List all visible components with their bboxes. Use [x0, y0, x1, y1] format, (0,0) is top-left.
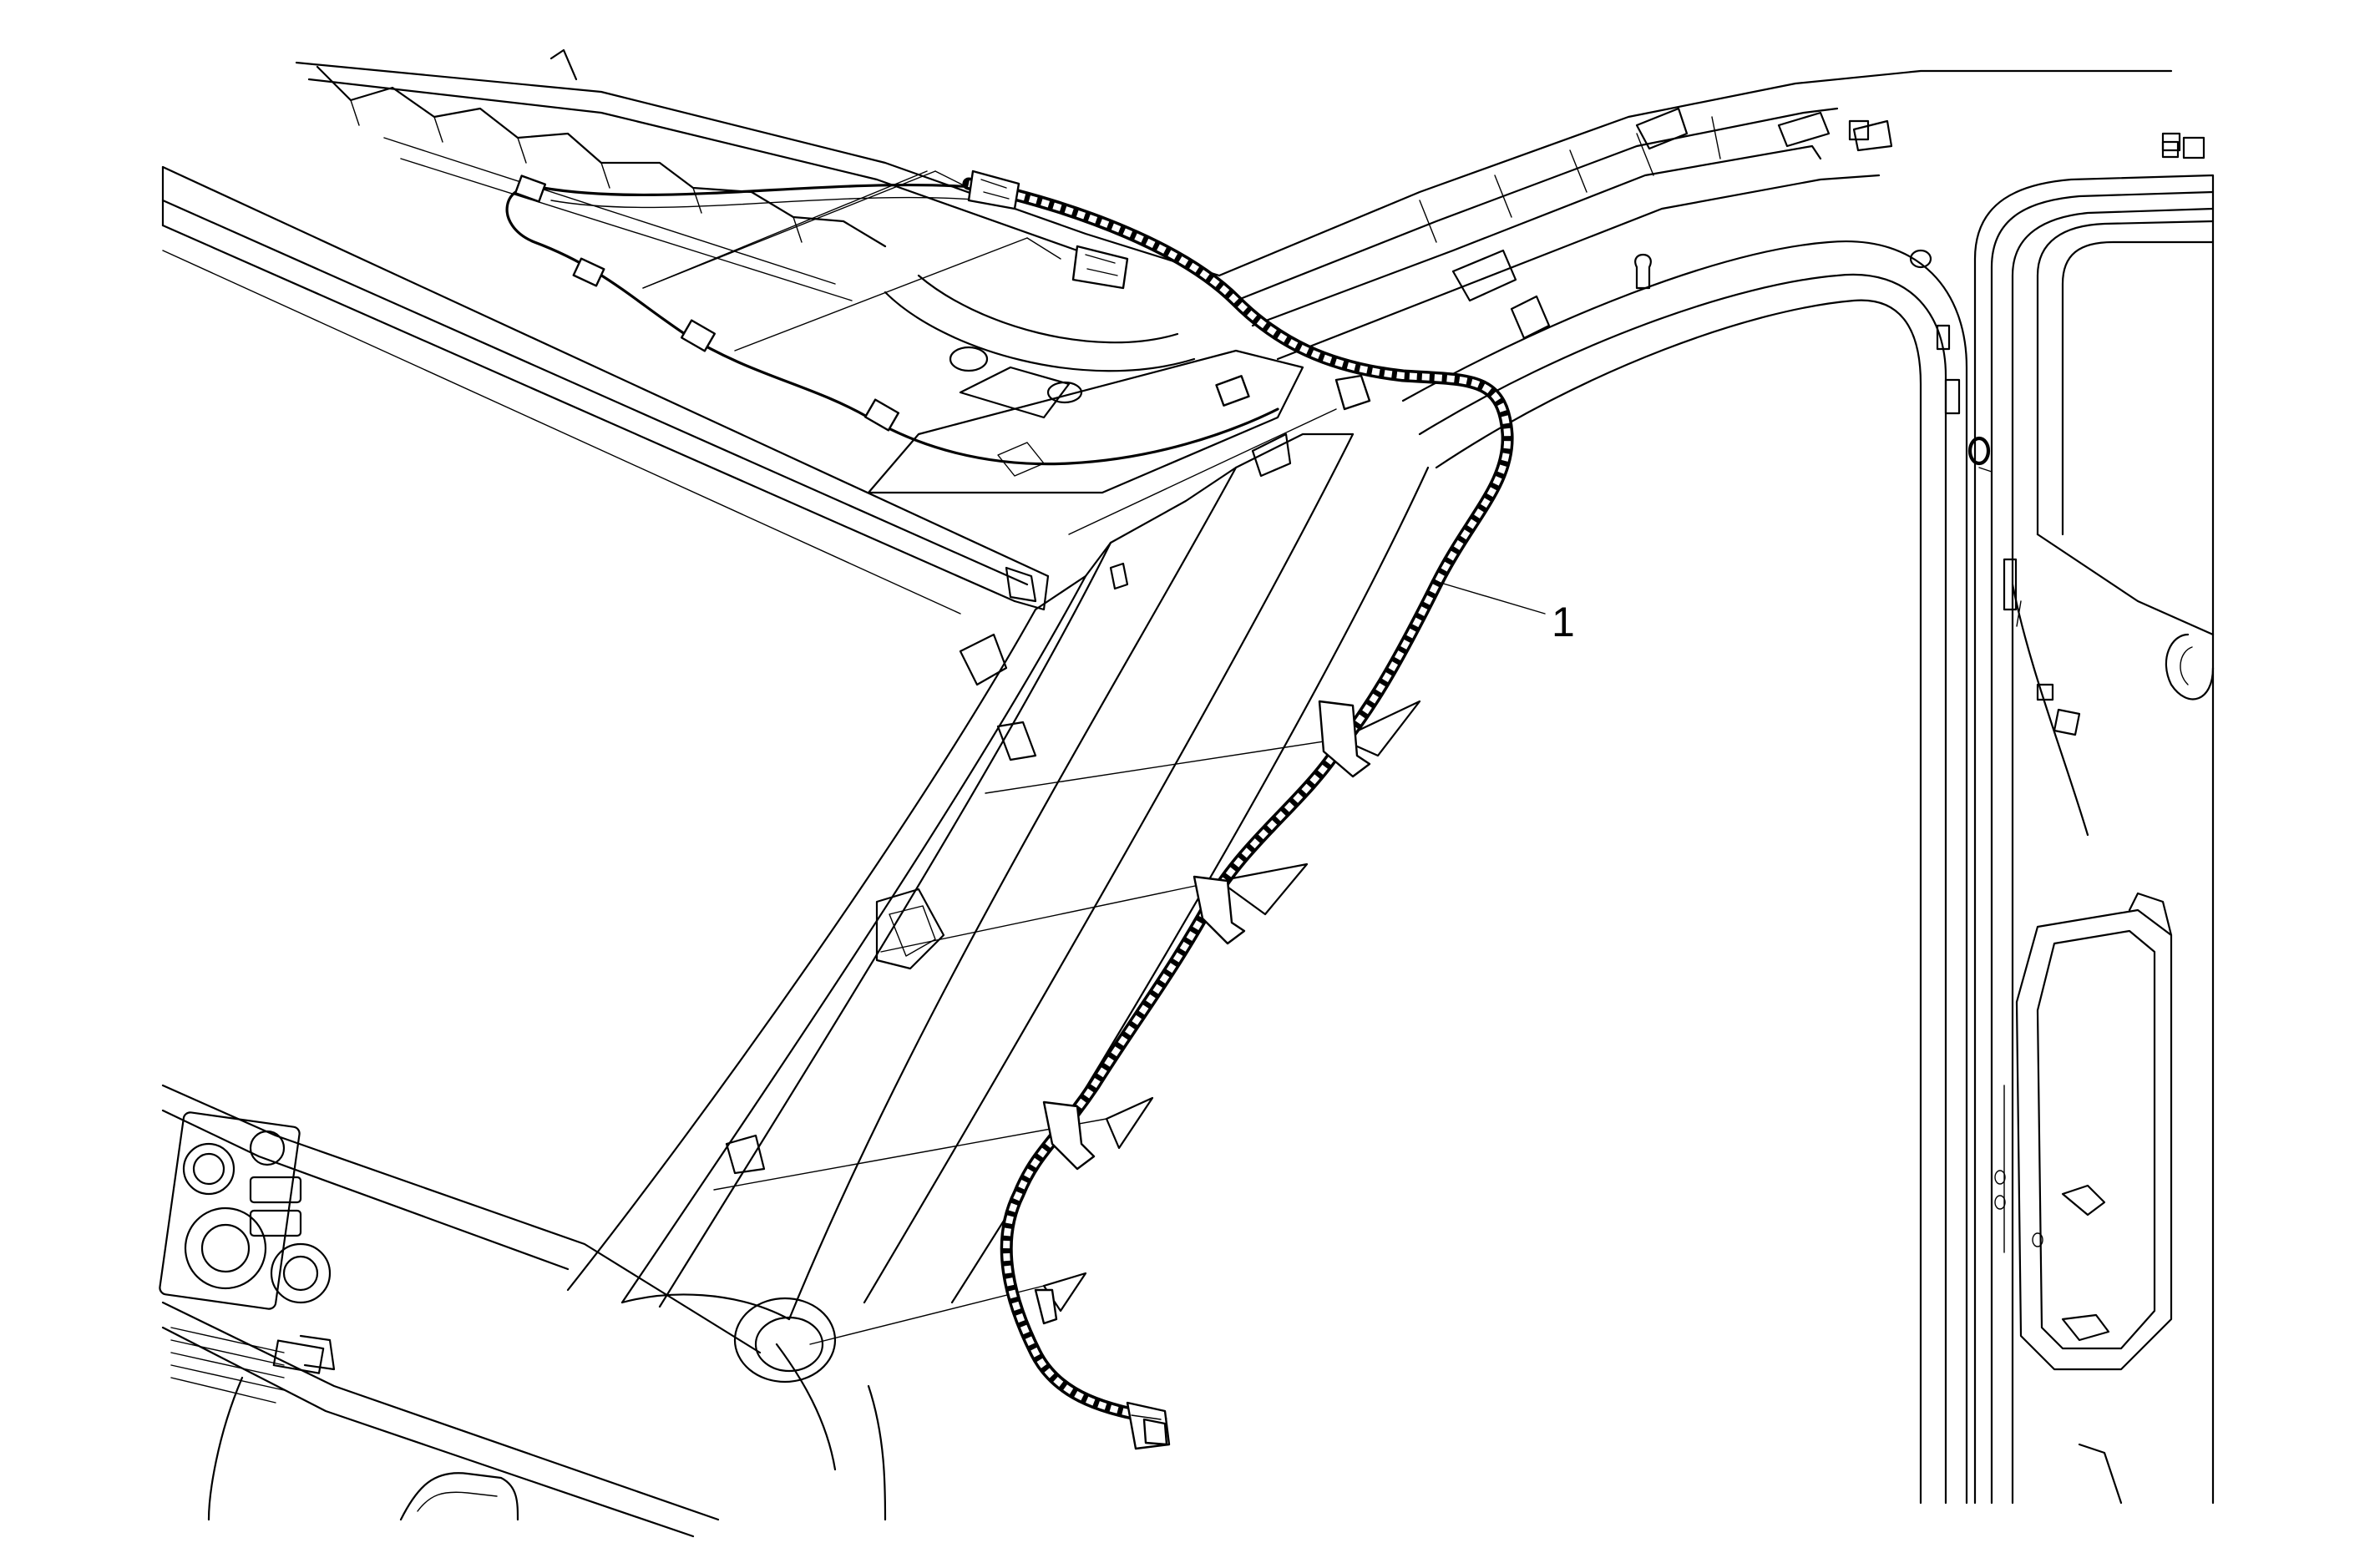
callout-1-wire-harness	[962, 169, 1546, 1450]
overhead-console	[867, 274, 1304, 494]
door-opening	[1401, 240, 1993, 1505]
roof-panel	[295, 48, 1221, 301]
roof-wire-harness	[505, 175, 1279, 466]
rear-door-frame	[1969, 174, 2215, 1505]
instrument-panel	[159, 1084, 887, 1538]
a-pillar	[566, 432, 1430, 1383]
leader-lines	[642, 170, 1421, 1345]
windshield-frame	[161, 165, 1050, 615]
callout-label-1: 1	[1552, 599, 1575, 645]
roof-side-rail	[1218, 69, 2205, 361]
